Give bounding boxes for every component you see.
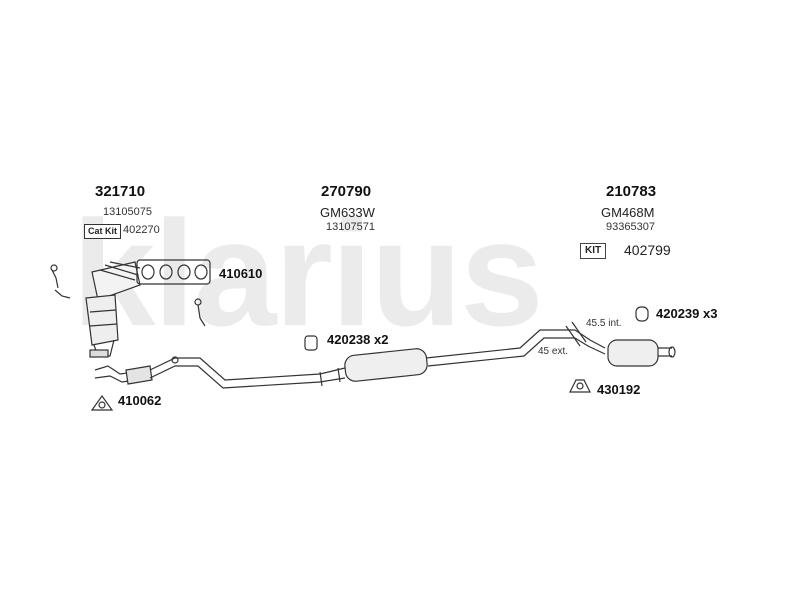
rear-box-ref-1: GM468M — [601, 205, 655, 220]
front-pipe-drawing — [94, 356, 321, 389]
middle-silencer-drawing — [319, 329, 575, 387]
manifold-kit-number: 402270 — [123, 224, 160, 236]
clamp-rear-number: 430192 — [597, 382, 641, 397]
pipe-int-note: 45.5 int. — [586, 318, 622, 329]
lambda-sensor-drawing — [50, 264, 206, 327]
mount-rear-number: 420239 x3 — [656, 306, 718, 321]
rear-box-part-number: 210783 — [606, 183, 657, 200]
rear-box-kit-number: 402799 — [624, 242, 671, 258]
rear-box-ref-2: 93365307 — [606, 221, 655, 233]
brand-watermark: klarius — [72, 189, 544, 357]
manifold-kit-badge: Cat Kit — [84, 224, 121, 239]
gasket-set-drawing — [136, 259, 211, 285]
pipe-ext-note: 45 ext. — [538, 346, 569, 357]
rear-box-kit-badge: KIT — [580, 243, 607, 259]
mid-pipe-ref-1: GM633W — [320, 205, 375, 220]
mount-mid-number: 420238 x2 — [327, 332, 389, 347]
mount-drawings — [90, 306, 649, 411]
rear-silencer-drawing — [565, 321, 676, 367]
mid-pipe-ref-2: 13107571 — [326, 221, 375, 233]
gasket-set-number: 410610 — [219, 266, 263, 281]
manifold-ref-number: 13105075 — [103, 206, 152, 218]
mid-pipe-part-number: 270790 — [321, 183, 372, 200]
front-gasket-number: 410062 — [118, 393, 162, 408]
manifold-part-number: 321710 — [95, 183, 146, 200]
manifold-catalyst-drawing — [85, 261, 141, 358]
